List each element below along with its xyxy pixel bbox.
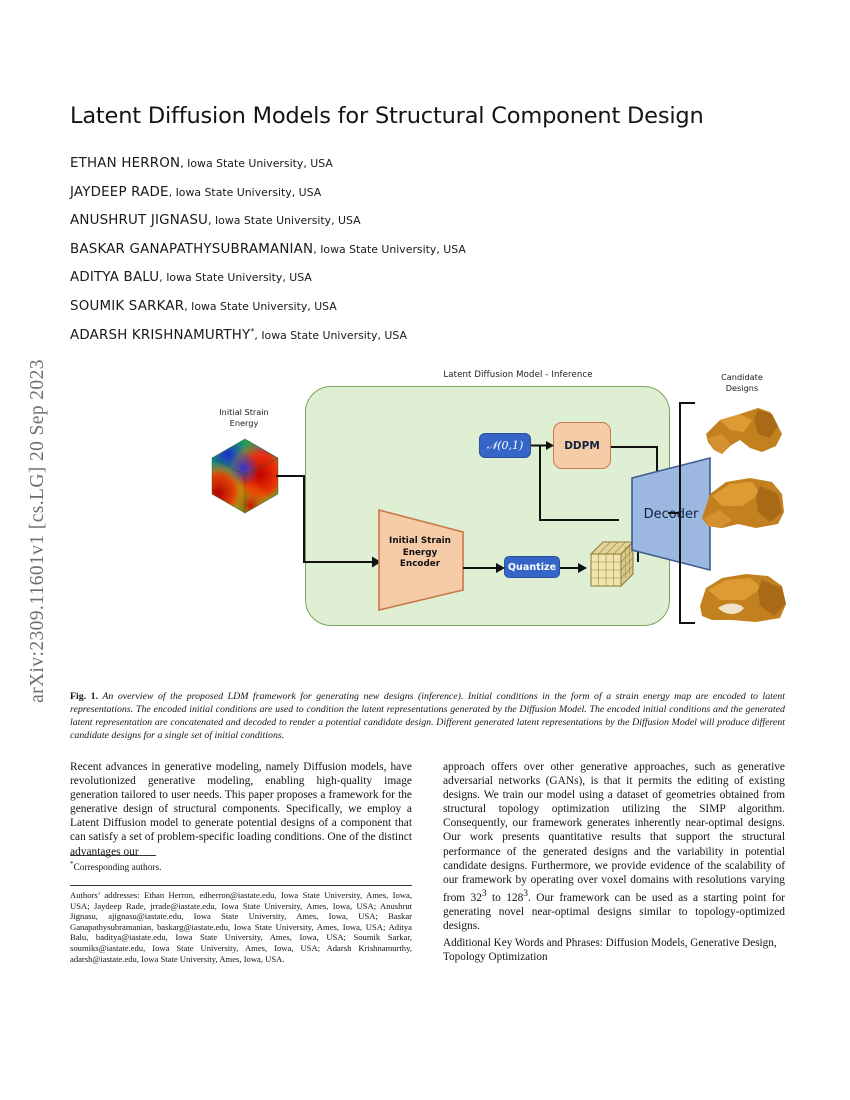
author-name: ANUSHRUT JIGNASU: [70, 213, 209, 229]
resolution-superscript-1: 3: [481, 888, 487, 899]
footnote-divider: [70, 855, 156, 856]
corresponding-star: *: [70, 860, 74, 868]
latent-grid-cube-icon: [589, 540, 635, 588]
abstract-column-right: approach offers over other generative ap…: [443, 760, 785, 933]
figure-caption-text: An overview of the proposed LDM framewor…: [70, 691, 785, 742]
author-entry: JAYDEEP RADE, Iowa State University, USA: [70, 184, 785, 201]
keywords-label: Additional Key Words and Phrases:: [443, 937, 603, 949]
author-affiliation: , Iowa State University, USA: [159, 271, 312, 285]
output-label: Candidate Designs: [694, 372, 790, 393]
candidate-design-1: [706, 408, 782, 454]
encoder-shape: [378, 508, 464, 612]
author-affiliation: , Iowa State University, USA: [180, 157, 333, 171]
author-name: JAYDEEP RADE: [70, 184, 169, 200]
figure-caption-label: Fig. 1.: [70, 691, 99, 702]
paper-page: Latent Diffusion Models for Structural C…: [70, 0, 786, 1100]
author-addresses: Authors’ addresses: Ethan Herron, edherr…: [70, 890, 412, 964]
ddpm-box: DDPM: [553, 422, 611, 469]
abstract-right-part2: . Our framework can be used as a startin…: [443, 891, 785, 932]
author-name: ETHAN HERRON: [70, 156, 181, 172]
author-affiliation: , Iowa State University, USA: [168, 185, 322, 199]
output-label-line2: Designs: [725, 382, 759, 393]
author-star: *: [250, 326, 255, 336]
author-affiliation: , Iowa State University, USA: [313, 242, 466, 256]
keywords-block: Additional Key Words and Phrases: Diffus…: [443, 936, 785, 964]
noise-distribution-box: 𝒩(0,1): [479, 433, 531, 458]
encoder-to-quantize-arrow: [463, 563, 505, 573]
quantize-to-latent-arrow: [560, 563, 587, 573]
candidate-design-2: [702, 478, 784, 528]
author-name: SOUMIK SARKAR: [70, 299, 185, 315]
quantize-box: Quantize: [504, 556, 560, 578]
author-affiliation: , Iowa State University, USA: [184, 300, 337, 314]
noise-to-ddpm-arrow: [531, 441, 619, 521]
figure-caption: Fig. 1. An overview of the proposed LDM …: [70, 690, 785, 742]
abstract-right-part1: approach offers over other generative ap…: [443, 761, 785, 904]
author-name: ADARSH KRISHNAMURTHY: [70, 327, 251, 343]
author-entry: ANUSHRUT JIGNASU, Iowa State University,…: [70, 212, 785, 229]
input-label-line1: Initial Strain: [219, 407, 269, 417]
input-label-line2: Energy: [229, 417, 259, 428]
strain-energy-cube-icon: [211, 438, 279, 514]
author-entry: BASKAR GANAPATHYSUBRAMANIAN, Iowa State …: [70, 241, 785, 258]
author-entry: ETHAN HERRON, Iowa State University, USA: [70, 155, 785, 172]
author-name: BASKAR GANAPATHYSUBRAMANIAN: [70, 241, 314, 257]
author-affiliation: , Iowa State University, USA: [254, 328, 407, 342]
decoder-label: Decoder: [643, 507, 699, 522]
output-label-line1: Candidate: [721, 372, 763, 382]
author-list: ETHAN HERRON, Iowa State University, USA…: [70, 155, 785, 355]
arxiv-watermark: arXiv:2309.11601v1 [cs.LG] 20 Sep 2023: [27, 359, 48, 703]
author-affiliation: , Iowa State University, USA: [208, 214, 361, 228]
abstract-column-left: Recent advances in generative modeling, …: [70, 761, 412, 858]
author-entry: ADITYA BALU, Iowa State University, USA: [70, 269, 785, 286]
candidate-designs-group: ···: [696, 402, 792, 624]
resolution-superscript-2: 3: [523, 888, 529, 899]
figure-1: Latent Diffusion Model - Inference Initi…: [130, 370, 790, 655]
page-title: Latent Diffusion Models for Structural C…: [70, 103, 704, 129]
diagram-panel-title: Latent Diffusion Model - Inference: [443, 370, 593, 380]
abstract-right-mid: to 128: [486, 891, 524, 904]
author-entry: SOUMIK SARKAR, Iowa State University, US…: [70, 298, 785, 315]
corresponding-authors-note: *Corresponding authors.: [70, 860, 412, 873]
addresses-divider: [70, 885, 412, 886]
encoder-label-line3: Encoder: [399, 559, 441, 570]
author-entry: ADARSH KRISHNAMURTHY*, Iowa State Univer…: [70, 327, 785, 344]
encoder-label-line1: Initial Strain: [389, 536, 451, 546]
encoder-label: Initial Strain Energy Encoder: [379, 536, 461, 571]
keywords-value: Diffusion Models, Generative Design, Top…: [443, 937, 777, 964]
candidate-design-3: [700, 574, 786, 622]
designs-bracket-stem: [668, 512, 681, 515]
corresponding-text: Corresponding authors.: [73, 863, 162, 874]
designs-bracket: [679, 402, 695, 624]
author-name: ADITYA BALU: [70, 270, 160, 286]
encoder-label-line2: Energy: [402, 547, 438, 558]
input-label: Initial Strain Energy: [188, 407, 300, 428]
input-connector: [276, 475, 381, 568]
